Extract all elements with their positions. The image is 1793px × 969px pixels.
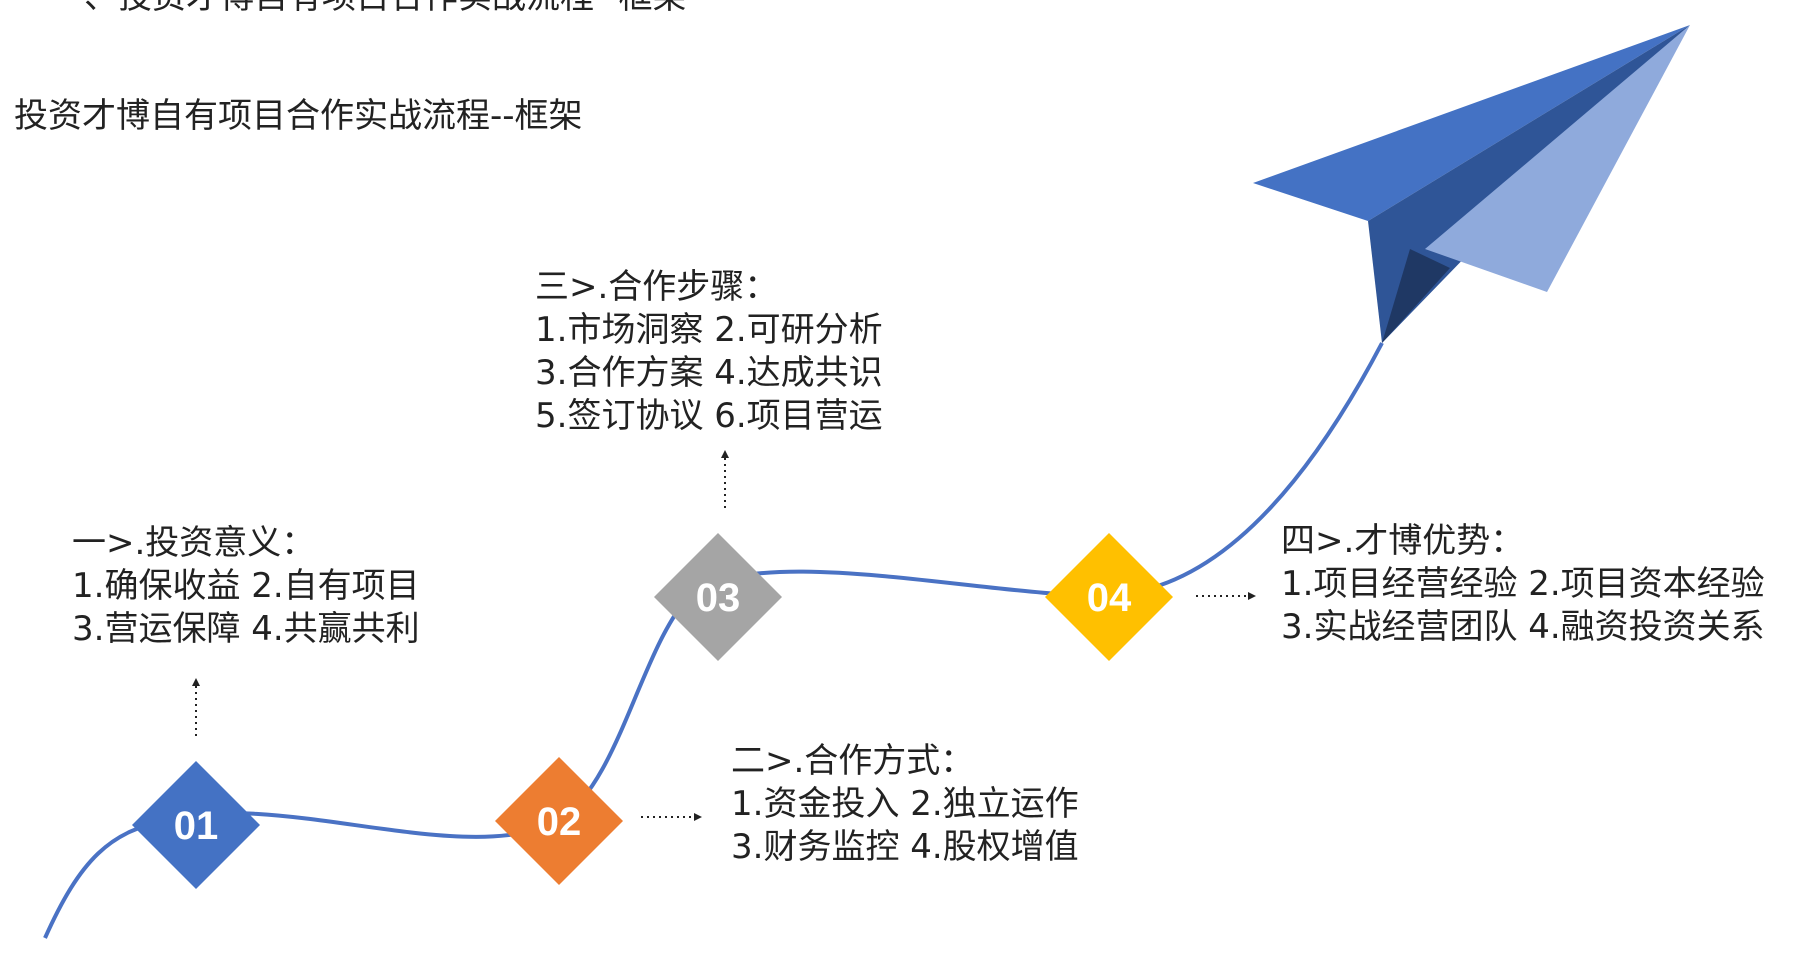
plane-top-wing (1253, 25, 1690, 221)
step-1-line-1: 1.确保收益 2.自有项目 (72, 566, 420, 606)
step-4-text: 四>.才博优势： 1.项目经营经验 2.项目资本经验 3.实战经营团队 4.融资… (1281, 520, 1765, 649)
step-2-line-2: 3.财务监控 4.股权增值 (731, 827, 1079, 867)
step-badge-02: 02 (495, 757, 623, 885)
step-3-heading: 三>.合作步骤： (535, 267, 779, 307)
step-3-text: 三>.合作步骤： 1.市场洞察 2.可研分析 3.合作方案 4.达成共识 5.签… (535, 266, 883, 438)
page-title: 投资才博自有项目合作实战流程--框架 (14, 96, 583, 136)
step-3-line-3: 5.签订协议 6.项目营运 (535, 396, 883, 436)
plane-shadow (1382, 249, 1450, 343)
step-number-02: 02 (537, 800, 582, 844)
step-2-heading: 二>.合作方式： (731, 741, 975, 781)
plane-right-wing (1425, 25, 1690, 292)
step-2-line-1: 1.资金投入 2.独立运作 (731, 784, 1079, 824)
step-4-line-2: 3.实战经营团队 4.融资投资关系 (1281, 607, 1765, 647)
step-3-line-2: 3.合作方案 4.达成共识 (535, 353, 883, 393)
step-1-heading: 一>.投资意义： (72, 523, 316, 563)
cropped-heading: 一、投资才博自有项目合作实战流程--框架 (50, 0, 687, 19)
step-4-heading: 四>.才博优势： (1281, 521, 1525, 561)
paper-plane-icon (1253, 25, 1690, 343)
step-number-03: 03 (696, 576, 741, 620)
step-badge-04: 04 (1045, 533, 1173, 661)
step-badge-01: 01 (132, 761, 260, 889)
step-number-04: 04 (1087, 576, 1132, 620)
step-3-line-1: 1.市场洞察 2.可研分析 (535, 310, 883, 350)
step-1-line-2: 3.营运保障 4.共赢共利 (72, 609, 420, 649)
step-badge-03: 03 (654, 533, 782, 661)
step-number-01: 01 (174, 804, 219, 848)
step-2-text: 二>.合作方式： 1.资金投入 2.独立运作 3.财务监控 4.股权增值 (731, 740, 1079, 869)
step-1-text: 一>.投资意义： 1.确保收益 2.自有项目 3.营运保障 4.共赢共利 (72, 522, 420, 651)
step-4-line-1: 1.项目经营经验 2.项目资本经验 (1281, 564, 1765, 604)
